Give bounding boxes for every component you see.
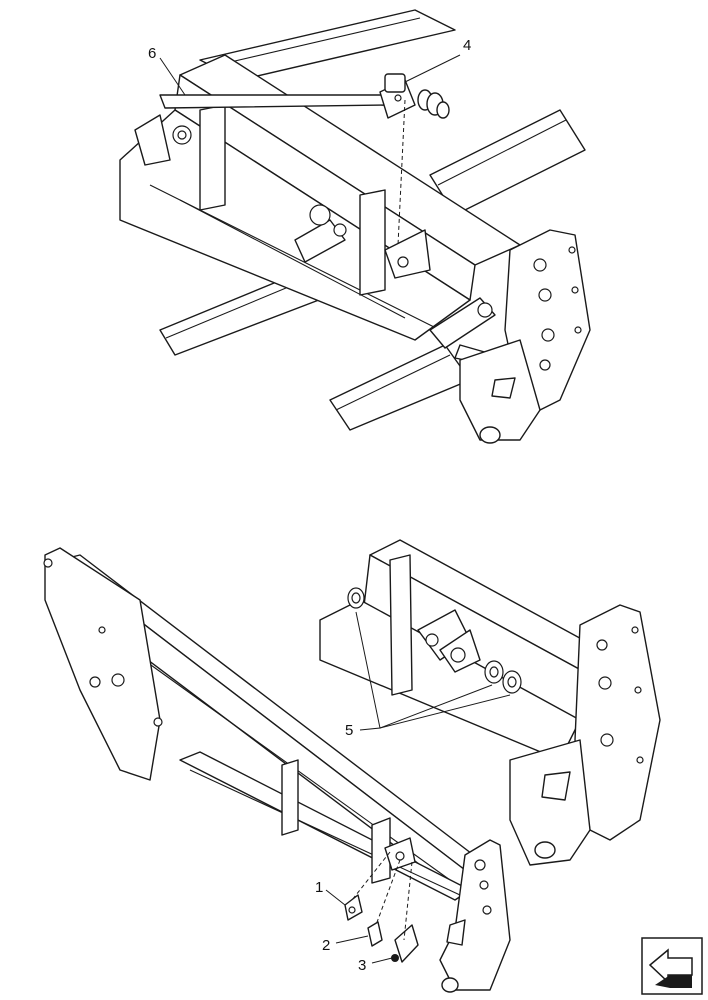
- dashed-guide-2: [375, 859, 401, 926]
- bolt-assembly-part-4: [384, 73, 450, 119]
- dashed-guide-top: [397, 99, 406, 246]
- callout-1: 1: [315, 879, 323, 896]
- leader-line-2: [335, 935, 369, 944]
- leader-line-3: [371, 957, 393, 964]
- washers-part-5: [347, 587, 522, 694]
- upright-left: [199, 104, 226, 211]
- upright-middle: [359, 189, 386, 296]
- callout-5: 5: [345, 722, 353, 739]
- leader-line-4: [404, 54, 461, 83]
- frame-right-plate: [439, 839, 511, 993]
- full-frame-view: [43, 547, 511, 993]
- leader-line-5c: [379, 694, 511, 729]
- detail-upright: [389, 554, 413, 696]
- hitch-bracket-left: [134, 114, 192, 166]
- side-plate-assembly-top: [459, 229, 591, 444]
- cross-bar-right-upper: [429, 109, 586, 216]
- cross-bar-lower: [329, 344, 471, 431]
- dashed-guide-3: [403, 861, 413, 941]
- spacer-part-2: [367, 921, 383, 947]
- detail-side-plate: [509, 604, 661, 866]
- frame-clevis-small: [384, 837, 416, 871]
- callout-6: 6: [148, 45, 156, 62]
- frame-left-plate: [43, 547, 163, 781]
- callout-3: 3: [358, 957, 366, 974]
- top-link-bar-part-6: [159, 79, 416, 119]
- top-assembly-view: [119, 9, 591, 444]
- leader-line-1: [325, 889, 346, 906]
- hitch-bracket-middle: [294, 204, 347, 263]
- callout-2: 2: [322, 937, 330, 954]
- next-page-arrow-icon[interactable]: [641, 937, 703, 995]
- detail-view: [319, 539, 661, 866]
- frame-upright-2: [371, 817, 391, 884]
- detail-clevis: [417, 609, 481, 673]
- dashed-guide-1: [351, 851, 391, 901]
- leader-line-5b: [379, 684, 493, 729]
- bracket-part-3: [391, 924, 419, 963]
- callout-4: 4: [463, 37, 471, 54]
- clevis-plate-top: [384, 229, 431, 279]
- leader-line-6: [159, 57, 186, 96]
- frame-upright-1: [281, 759, 299, 836]
